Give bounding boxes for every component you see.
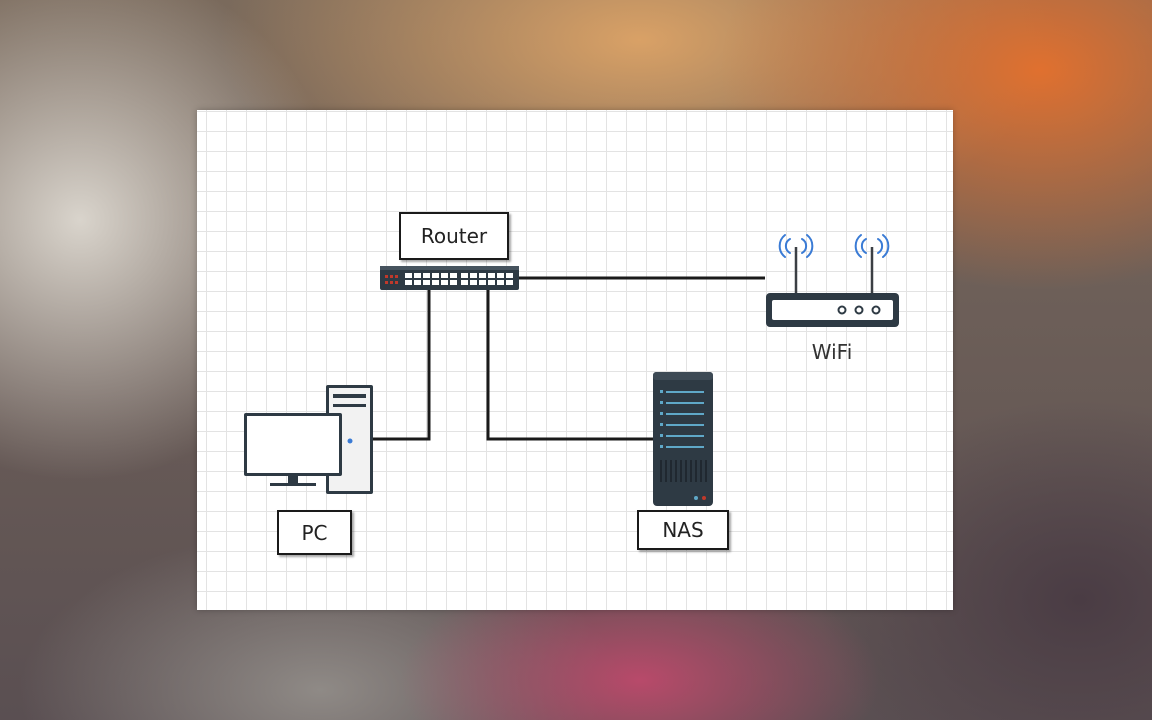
desktop-pc-icon: [244, 385, 373, 494]
pc-label: PC: [277, 510, 352, 555]
network-diagram: [244, 234, 899, 506]
switch-status-lights: [385, 275, 398, 284]
wifi-router-leds: [837, 305, 881, 315]
nas-label: NAS: [637, 510, 729, 550]
nas-vent: [660, 460, 707, 482]
router-label: Router: [399, 212, 509, 260]
wifi-label: WiFi: [811, 340, 853, 364]
switch-icon: [380, 266, 519, 290]
connections: [373, 276, 765, 441]
nas-drive-bays: [660, 390, 704, 448]
diagram-canvas: Router WiFi PC NAS: [197, 110, 953, 610]
wifi-router-icon: [766, 234, 899, 327]
link-router-pc: [373, 290, 431, 441]
switch-ports: [405, 273, 513, 285]
link-router-nas: [486, 290, 653, 441]
pc-monitor: [244, 413, 342, 486]
wifi-signal-icon: [778, 234, 890, 258]
nas-server-icon: [653, 372, 713, 506]
